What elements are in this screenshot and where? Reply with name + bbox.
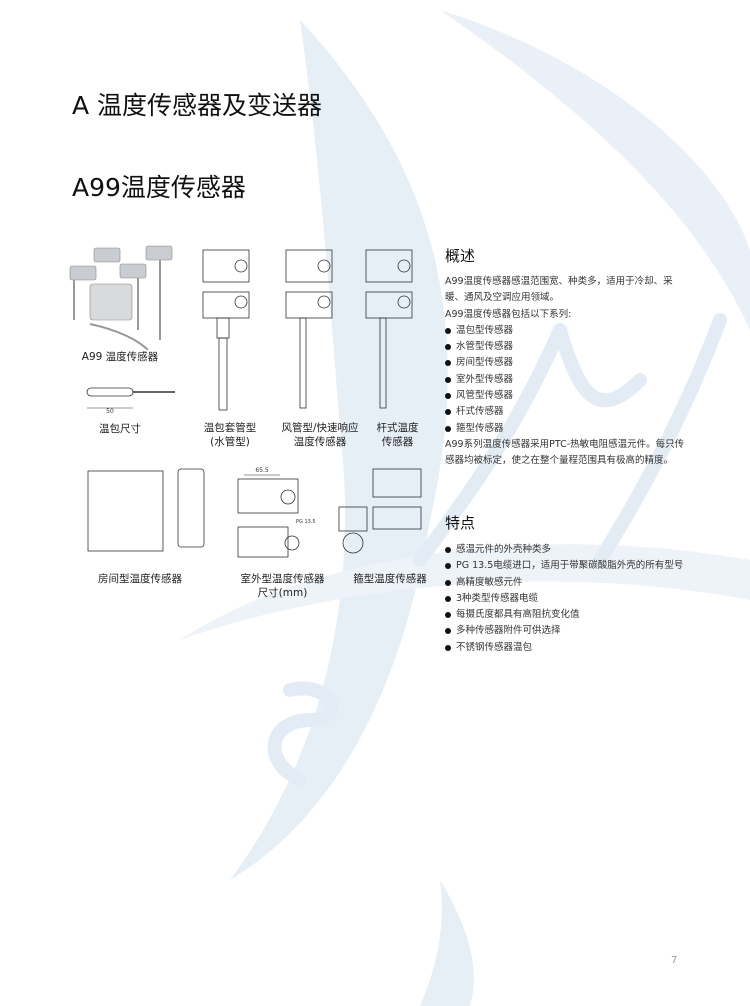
overview-intro: A99温度传感器感温范围宽、种类多，适用于冷却、采暖、通风及空调应用领域。 — [445, 276, 673, 304]
product-title: A99温度传感器 — [72, 173, 246, 202]
feature-item: 3种类型传感器电缆 — [445, 591, 690, 607]
caption-line: 杆式温度 — [376, 422, 419, 434]
series-item: 箍型传感器 — [445, 421, 690, 437]
caption-line: 传感器 — [381, 436, 414, 448]
page-number: 7 — [671, 955, 678, 966]
feature-item: 多种传感器附件可供选择 — [445, 623, 690, 639]
caption-line: 温度传感器 — [293, 436, 347, 448]
feature-item: 高精度敏感元件 — [445, 575, 690, 591]
caption-line: 温包套管型 — [203, 422, 257, 434]
caption-rod: 杆式温度传感器 — [365, 421, 430, 449]
overview-heading: 概述 — [445, 247, 476, 265]
overview-series-intro: A99温度传感器包括以下系列: — [445, 308, 572, 320]
caption-outdoor: 室外型温度传感器尺寸(mm) — [235, 572, 330, 600]
series-item: 水管型传感器 — [445, 339, 690, 355]
caption-line: 室外型温度传感器 — [240, 573, 325, 585]
product-photo — [69, 245, 173, 350]
strap-sensor-drawing — [338, 468, 422, 554]
caption-line: 尺寸(mm) — [257, 587, 308, 599]
caption-line: 风管型/快速响应 — [281, 422, 359, 434]
series-item: 室外型传感器 — [445, 372, 690, 388]
caption-strap: 箍型温度传感器 — [353, 573, 427, 585]
outdoor-sensor-drawing: 65.5 PG 13.5 — [237, 467, 316, 558]
caption-bulb-size: 温包尺寸 — [99, 423, 141, 435]
feature-item: 每摄氏度都具有高阻抗变化值 — [445, 607, 690, 623]
feature-item: PG 13.5电缆进口，适用于带聚碳酸脂外壳的所有型号 — [445, 558, 690, 574]
duct-sensor-drawing — [285, 249, 333, 409]
overview-outro: A99系列温度传感器采用PTC-热敏电阻感温元件。每只传感器均被标定，使之在整个… — [445, 438, 685, 467]
immersion-sensor-drawing — [202, 249, 250, 411]
features-heading: 特点 — [445, 514, 476, 532]
caption-duct: 风管型/快速响应温度传感器 — [275, 421, 365, 449]
bulb-dimension-drawing: 50 — [86, 387, 175, 415]
cable-entry-label: PG 13.5 — [296, 519, 316, 525]
caption-line: (水管型) — [210, 436, 250, 448]
series-item: 温包型传感器 — [445, 323, 690, 339]
rod-sensor-drawing — [365, 249, 413, 409]
caption-immersion: 温包套管型 (水管型) — [195, 421, 265, 449]
series-item: 杆式传感器 — [445, 404, 690, 420]
dim-a-label: 65.5 — [255, 467, 269, 474]
caption-product: A99 温度传感器 — [81, 351, 159, 363]
features-list: 感温元件的外壳种类多 PG 13.5电缆进口，适用于带聚碳酸脂外壳的所有型号 高… — [445, 542, 690, 656]
series-item: 风管型传感器 — [445, 388, 690, 404]
feature-item: 感温元件的外壳种类多 — [445, 542, 690, 558]
page-title: A 温度传感器及变送器 — [72, 91, 323, 120]
room-sensor-drawing — [87, 468, 205, 552]
feature-item: 不锈钢传感器温包 — [445, 640, 690, 656]
bulb-length-label: 50 — [106, 408, 114, 415]
caption-room: 房间型温度传感器 — [98, 573, 182, 585]
series-item: 房间型传感器 — [445, 355, 690, 371]
overview-body: A99温度传感器感温范围宽、种类多，适用于冷却、采暖、通风及空调应用领域。 A9… — [445, 274, 690, 470]
